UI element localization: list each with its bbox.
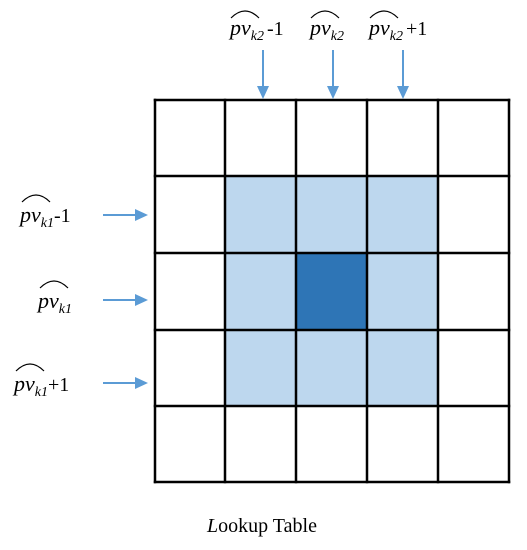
label-main: pv: [36, 288, 59, 313]
table-cell-neighbor: [225, 176, 296, 253]
label-subscript: k2: [331, 29, 344, 44]
arrow-down-col-1: [257, 50, 269, 99]
table-cell-neighbor: [296, 176, 367, 253]
arrow-right-row-1: [103, 209, 148, 221]
table-cell-empty: [155, 253, 225, 330]
table-cell-empty: [225, 100, 296, 176]
column-label-k2-minus-1: pvk2-1: [228, 10, 284, 44]
table-cell-empty: [155, 100, 225, 176]
svg-text:pvk1-1: pvk1-1: [18, 202, 71, 231]
svg-text:pvk2-1: pvk2-1: [228, 15, 284, 44]
caption-first-letter: L: [206, 515, 218, 537]
row-label-k1: pvk1: [36, 280, 72, 317]
table-cell-empty: [438, 253, 509, 330]
table-cell-empty: [155, 406, 225, 482]
svg-text:pvk2+1: pvk2+1: [367, 15, 427, 44]
arrow-right-row-3: [103, 377, 148, 389]
arrow-down-col-2: [327, 50, 339, 99]
label-offset: -1: [54, 205, 71, 227]
label-offset: +1: [48, 374, 69, 396]
hat-accent: [310, 10, 340, 19]
hat-accent: [230, 10, 260, 19]
label-offset: +1: [406, 18, 427, 40]
column-label-k2-plus-1: pvk2+1: [367, 10, 427, 44]
hat-accent: [21, 194, 51, 203]
label-subscript: k2: [251, 29, 264, 44]
caption-rest: ookup Table: [218, 515, 317, 537]
label-main: pv: [308, 15, 331, 40]
svg-text:pvk1: pvk1: [36, 288, 72, 317]
table-caption: Lookup Table: [206, 515, 317, 537]
row-label-k1-plus-1: pvk1+1: [12, 363, 69, 400]
hat-accent: [369, 10, 399, 19]
table-cell-neighbor: [367, 176, 438, 253]
arrow-right-row-2: [103, 294, 148, 306]
table-cell-empty: [225, 406, 296, 482]
label-subscript: k1: [59, 302, 72, 317]
svg-text:pvk1+1: pvk1+1: [12, 371, 69, 400]
table-cell-neighbor: [225, 330, 296, 406]
table-cell-empty: [438, 100, 509, 176]
table-cell-empty: [438, 406, 509, 482]
lookup-table-cells: [155, 100, 509, 482]
table-cell-empty: [367, 100, 438, 176]
table-cell-empty: [367, 406, 438, 482]
hat-accent: [15, 363, 45, 372]
svg-text:pvk2: pvk2: [308, 15, 344, 44]
table-cell-empty: [438, 330, 509, 406]
column-label-k2: pvk2: [308, 10, 344, 44]
table-cell-empty: [296, 406, 367, 482]
table-cell-empty: [155, 330, 225, 406]
table-cell-neighbor: [225, 253, 296, 330]
table-cell-neighbor: [296, 330, 367, 406]
hat-accent: [39, 280, 69, 289]
table-cell-empty: [438, 176, 509, 253]
label-main: pv: [367, 15, 390, 40]
table-cell-empty: [155, 176, 225, 253]
table-cell-neighbor: [367, 253, 438, 330]
label-subscript: k1: [41, 216, 54, 231]
label-main: pv: [18, 202, 41, 227]
label-main: pv: [228, 15, 251, 40]
label-subscript: k1: [35, 385, 48, 400]
row-label-k1-minus-1: pvk1-1: [18, 194, 71, 231]
table-cell-neighbor: [367, 330, 438, 406]
lookup-table-grid-lines: [153, 98, 511, 484]
label-main: pv: [12, 371, 35, 396]
table-cell-empty: [296, 100, 367, 176]
arrow-down-col-3: [397, 50, 409, 99]
label-subscript: k2: [390, 29, 403, 44]
table-cell-center: [296, 253, 367, 330]
label-offset: -1: [267, 18, 284, 40]
